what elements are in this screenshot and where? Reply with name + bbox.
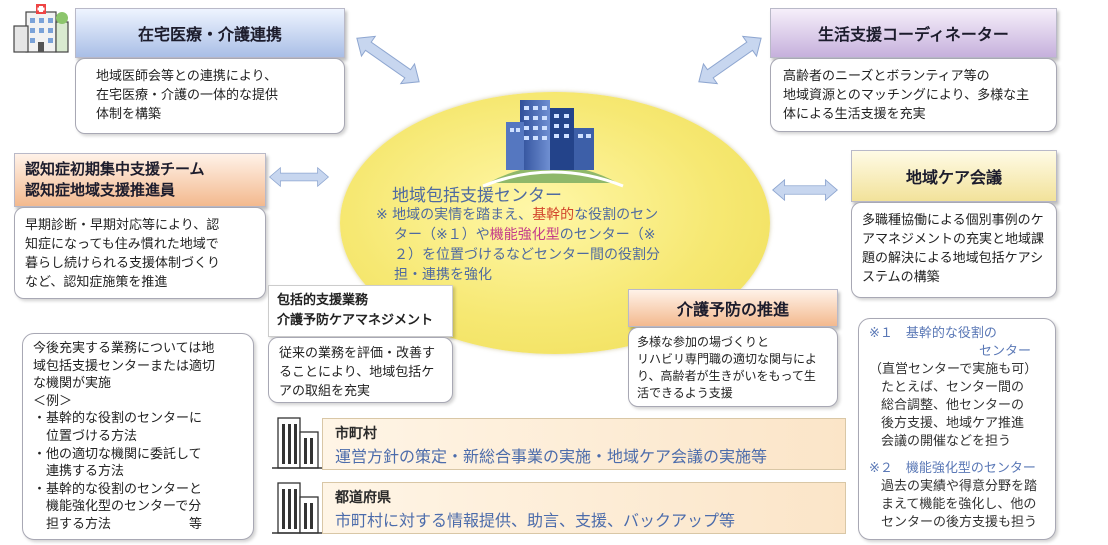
home-medical-box: 地域医師会等との連携により、 在宅医療・介護の一体的な提供 体制を構築 [75,58,345,134]
office-building-icon [482,100,624,188]
strong-highlight: 機能強化型 [489,227,560,243]
home-medical-header: 在宅医療・介護連携 [75,8,345,58]
hospital-icon [13,4,69,53]
life-support-box: 高齢者のニーズとボランティア等の 地域資源とのマッチングにより、多様な主 体によ… [770,58,1057,132]
core-highlight: 基幹的 [532,207,575,223]
city-building-icon [272,417,322,469]
double-arrow-icon [772,178,838,202]
dementia-header: 認知症初期集中支援チーム 認知症地域支援推進員 [14,153,266,207]
community-care-box: 多職種協働による個別事例のケ アマネジメントの充実と地域課 題の解決による地域包… [851,202,1057,298]
dementia-box: 早期診断・早期対応等により、認 知症になっても住み慣れた地域で 暮らし続けられる… [14,207,266,299]
prefecture-building-icon [272,482,322,534]
municipality-band: 市町村 運営方針の策定・新総合事業の実施・地域ケア会議の実施等 [322,418,846,470]
prevention-box: 多様な参加の場づくりと リハビリ専門職の適切な関与によ り、高齢者が生きがいをも… [628,327,838,407]
life-support-header: 生活支援コーディネーター [770,8,1057,58]
prefecture-body: 市町村に対する情報提供、助言、支援、バックアップ等 [335,511,736,530]
prefecture-band: 都道府県 市町村に対する情報提供、助言、支援、バックアップ等 [322,482,846,534]
comprehensive-header: 包括的支援業務 介護予防ケアマネジメント [268,285,453,337]
municipality-body: 運営方針の策定・新総合事業の実施・地域ケア会議の実施等 [335,447,768,466]
left-note: 今後充実する業務については地 域包括支援センターまたは適切 な機関が実施 ＜例＞… [22,333,254,540]
double-arrow-icon [698,35,762,85]
center-note: ※ 地域の実情を踏まえ、基幹的な役割のセン ター（※１）や機能強化型のセンター（… [376,207,660,283]
center-title: 地域包括支援センター [392,186,562,206]
prevention-header: 介護予防の推進 [628,289,838,327]
double-arrow-icon [268,166,330,188]
double-arrow-icon [356,35,420,85]
comprehensive-box: 従来の業務を評価・改善す ることにより、地域包括ケ アの取組を充実 [268,337,453,403]
right-note: ※１ 基幹的な役割の センター （直営センターで実施も可） たとえば、センター間… [858,318,1056,540]
community-care-header: 地域ケア会議 [851,150,1057,202]
